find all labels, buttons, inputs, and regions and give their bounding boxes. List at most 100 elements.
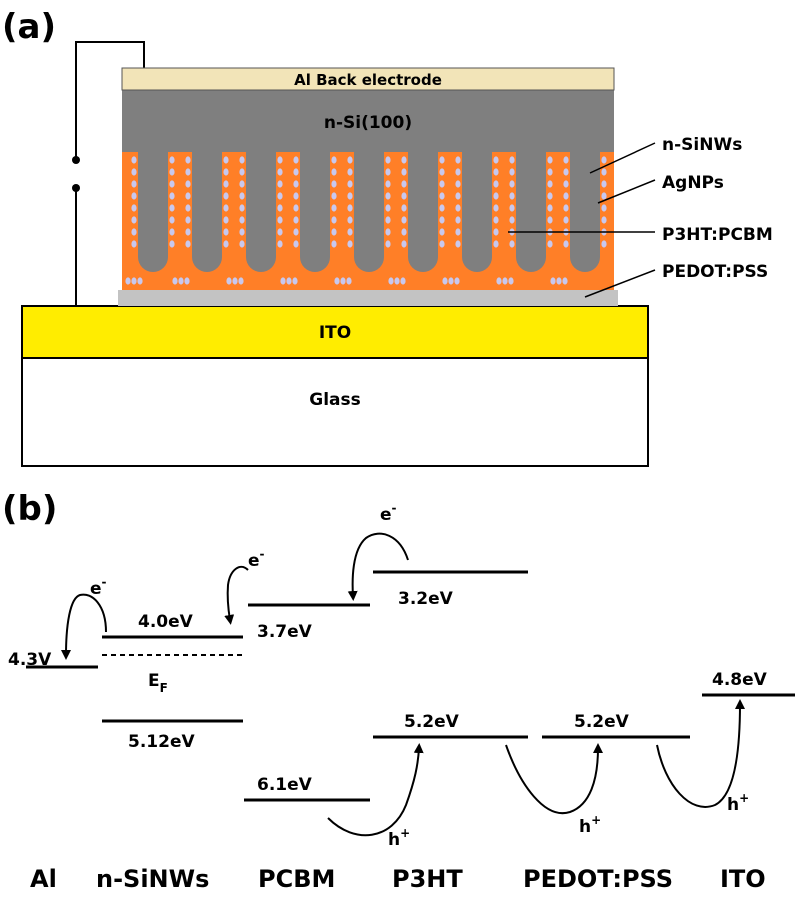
ag-nanoparticle (169, 216, 175, 224)
ag-nanoparticle (385, 228, 391, 236)
ag-nanoparticle (509, 168, 515, 176)
ag-nanoparticle (454, 277, 460, 285)
nanowire (570, 150, 600, 272)
ag-nanoparticle (562, 277, 568, 285)
ag-nanoparticle (239, 216, 245, 224)
callout-agnps: AgNPs (662, 173, 724, 193)
ag-nanoparticle (293, 204, 299, 212)
ag-nanoparticle (331, 192, 337, 200)
ag-nanoparticle (239, 168, 245, 176)
ag-nanoparticle (547, 204, 553, 212)
ag-nanoparticle (340, 277, 346, 285)
ag-nanoparticle (601, 180, 607, 188)
ag-nanoparticle (455, 192, 461, 200)
material-label-n-sinws: n-SiNWs (96, 865, 209, 893)
ag-nanoparticle (439, 240, 445, 248)
ag-nanoparticle (239, 240, 245, 248)
ag-nanoparticle (347, 180, 353, 188)
ag-nanoparticle (169, 180, 175, 188)
ag-nanoparticle (131, 168, 137, 176)
ag-nanoparticle (385, 192, 391, 200)
ag-nanoparticle (131, 228, 137, 236)
ag-nanoparticle (169, 192, 175, 200)
ag-nanoparticle (385, 156, 391, 164)
ag-nanoparticle (563, 216, 569, 224)
ag-nanoparticle (563, 240, 569, 248)
material-labels: Al n-SiNWs PCBM P3HT PEDOT:PSS ITO (30, 865, 766, 893)
ag-nanoparticle (563, 156, 569, 164)
ag-nanoparticle (238, 277, 244, 285)
ito-label: ITO (319, 323, 351, 343)
ag-nanoparticle (169, 228, 175, 236)
al-back-electrode (121, 67, 615, 91)
ag-nanoparticle (455, 216, 461, 224)
ag-nanoparticle (385, 204, 391, 212)
ag-nanoparticle (388, 277, 394, 285)
ag-nanoparticle (347, 156, 353, 164)
ag-nanoparticle (455, 168, 461, 176)
ag-nanoparticle (185, 228, 191, 236)
ag-nanoparticle (601, 168, 607, 176)
ag-nanoparticle (563, 180, 569, 188)
ag-nanoparticle (455, 204, 461, 212)
ag-nanoparticle (223, 204, 229, 212)
ag-nanoparticle (293, 216, 299, 224)
ag-nanoparticle (547, 180, 553, 188)
ito-layer (21, 305, 649, 359)
ag-nanoparticle (509, 216, 515, 224)
ag-nanoparticle (439, 204, 445, 212)
ag-nanoparticle (277, 240, 283, 248)
panel-a-label: (a) (2, 7, 56, 47)
ag-nanoparticle (331, 180, 337, 188)
ag-nanoparticle (455, 240, 461, 248)
ag-nanoparticle (131, 204, 137, 212)
pcbm-lumo-value: 3.7eV (257, 622, 313, 642)
ag-nanoparticle (347, 228, 353, 236)
switch-terminal-top (72, 156, 80, 164)
electron-label-2: e- (248, 547, 265, 571)
ag-nanoparticle (223, 156, 229, 164)
ag-nanoparticle (563, 168, 569, 176)
sinws-vb-value: 5.12eV (128, 732, 195, 752)
pedot-level-value: 5.2eV (574, 712, 630, 732)
ag-nanoparticle (331, 216, 337, 224)
electron-label-1: e- (90, 575, 107, 599)
ag-nanoparticle (131, 240, 137, 248)
ag-nanoparticle (439, 156, 445, 164)
ag-nanoparticle (169, 156, 175, 164)
hole-arrow-p3ht-to-pedot (505, 743, 603, 815)
ag-nanoparticle (401, 156, 407, 164)
material-label-ito: ITO (720, 865, 766, 893)
ag-nanoparticle (239, 156, 245, 164)
panel-b-label: (b) (2, 489, 57, 529)
ag-nanoparticle (125, 277, 131, 285)
ag-nanoparticle (455, 156, 461, 164)
ag-nanoparticle (131, 180, 137, 188)
material-label-al: Al (30, 865, 57, 893)
ag-nanoparticle (508, 277, 514, 285)
callout-n-sinws: n-SiNWs (662, 135, 742, 155)
nanowire (138, 150, 168, 272)
p3ht-homo-value: 5.2eV (404, 712, 460, 732)
ag-nanoparticle (347, 216, 353, 224)
ag-nanoparticle (277, 192, 283, 200)
ag-nanoparticle (223, 192, 229, 200)
ag-nanoparticle (439, 216, 445, 224)
ag-nanoparticle (442, 277, 448, 285)
ag-nanoparticle (239, 192, 245, 200)
ag-nanoparticle (226, 277, 232, 285)
ag-nanoparticle (556, 277, 562, 285)
fermi-level-label: EF (148, 671, 168, 695)
ag-nanoparticle (509, 156, 515, 164)
ag-nanoparticle (347, 168, 353, 176)
ag-nanoparticle (394, 277, 400, 285)
sinws-cb-value: 4.0eV (138, 612, 194, 632)
ag-nanoparticle (280, 277, 286, 285)
ag-nanoparticle (223, 216, 229, 224)
nanowire (354, 150, 384, 272)
ag-nanoparticle (400, 277, 406, 285)
ag-nanoparticle (293, 228, 299, 236)
ag-nanoparticle (277, 180, 283, 188)
ag-nanoparticle (277, 228, 283, 236)
